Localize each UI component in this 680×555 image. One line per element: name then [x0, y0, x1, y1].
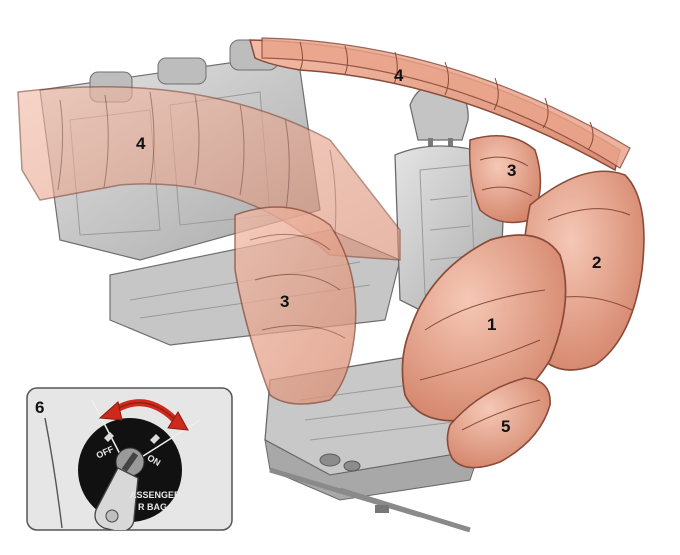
- callout-1: 1: [487, 315, 496, 334]
- callout-3-left: 3: [280, 292, 289, 311]
- curtain-airbag-right: [249, 37, 631, 172]
- knee-airbag: [446, 377, 551, 469]
- switch-caption-line1: ASSENGER: [130, 490, 181, 500]
- callout-4-left: 4: [136, 134, 146, 153]
- front-airbag: [401, 234, 567, 422]
- callout-5: 5: [501, 417, 510, 436]
- callout-2: 2: [592, 253, 601, 272]
- callout-3-right: 3: [507, 161, 516, 180]
- airbag-switch-inset: OFF ON ASSENGER R BAG 6: [26, 387, 233, 531]
- key-icon: [94, 467, 139, 530]
- side-airbag-left: [234, 206, 357, 405]
- inset-number-6: 6: [35, 398, 44, 417]
- switch-caption-line2: R BAG: [138, 502, 167, 512]
- rotate-arrow-icon: [98, 399, 189, 431]
- callout-4-right: 4: [394, 66, 404, 85]
